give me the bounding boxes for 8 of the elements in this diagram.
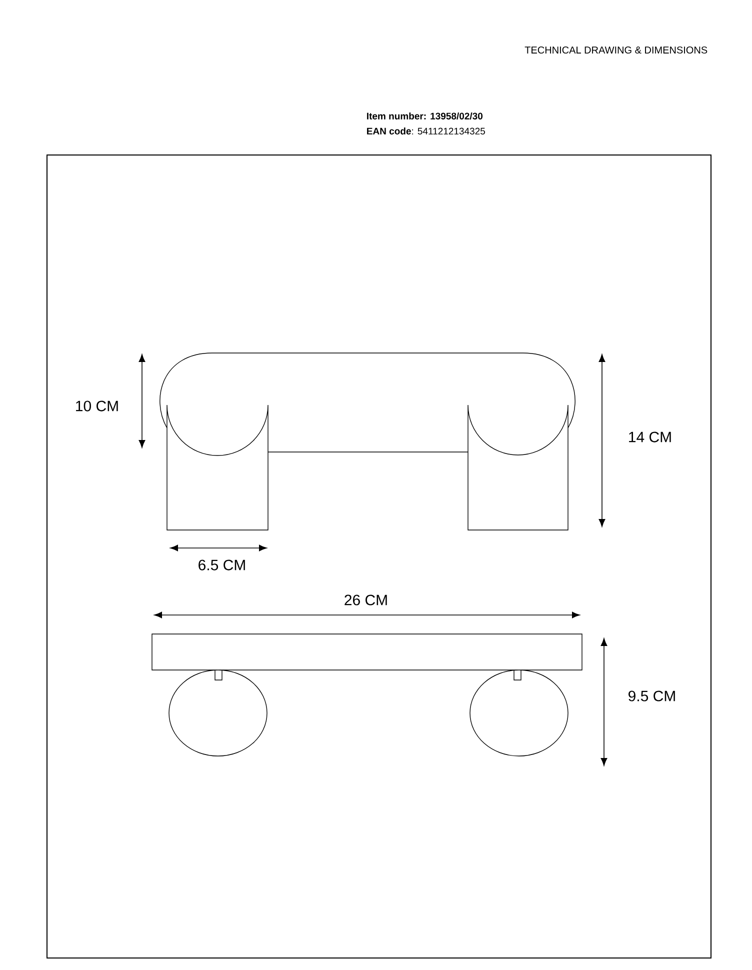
- dimension-label: 26 CM: [344, 594, 387, 606]
- dimension-label: 6.5 CM: [198, 560, 245, 570]
- info-text: EAN code: 5411212134325: [367, 128, 485, 134]
- dimension-label: 14 CM: [629, 432, 671, 442]
- info-text: Item number: 13958/02/30: [367, 112, 483, 120]
- dimension-label: 10 CM: [76, 400, 118, 412]
- heading: TECHNICAL DRAWING & DIMENSIONS: [524, 46, 708, 54]
- dimension-label: 9.5 CM: [628, 690, 675, 702]
